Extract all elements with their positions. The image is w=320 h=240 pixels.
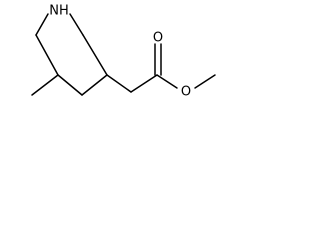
bond-c5-c6 <box>82 34 108 76</box>
bond-c5-ch2 <box>106 74 132 93</box>
bond-ch2-carbonyl <box>130 74 158 93</box>
bond-c3-methyl <box>31 74 59 96</box>
bond-c2-c3 <box>35 34 59 76</box>
bond-carbonyl-ester-o <box>156 74 178 89</box>
atom-label-nh: NH <box>49 4 69 19</box>
bond-c6-n <box>69 13 84 36</box>
bond-c3-c4 <box>57 74 83 96</box>
bond-c4-c5 <box>81 74 108 96</box>
bond-ester-o-methyl <box>194 74 216 89</box>
atom-label-ester-o: O <box>181 85 191 100</box>
atom-label-carbonyl-o: O <box>153 31 163 46</box>
chemical-structure: NH O O <box>31 4 216 100</box>
bond-n-c2 <box>35 13 49 36</box>
